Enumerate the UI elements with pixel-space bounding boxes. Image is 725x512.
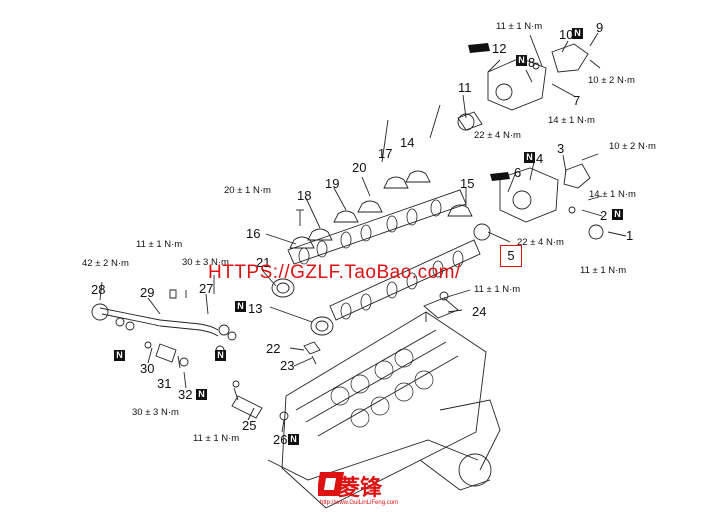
part-number-15: 15 [460,176,475,191]
part-number-3: 3 [557,141,565,156]
n-mark-26: N [288,434,299,445]
n-mark-4: N [524,152,535,163]
part-number-28: 28 [91,282,106,297]
torque-22-top: 22 ± 4 N·m [474,130,521,141]
part-number-31: 31 [157,376,172,391]
torque-14-top: 14 ± 1 N·m [548,115,595,126]
part-number-12: 12 [492,41,507,56]
brand-logo-url: http://www.GuiLinLiFeng.com [320,500,399,506]
part-number-27: 27 [199,281,214,296]
part-number-6: 6 [514,165,522,180]
brand-logo-icon [318,472,344,496]
part-number-9: 9 [596,20,604,35]
part-number-10: 10 [559,27,574,42]
n-mark-27: N [215,350,226,361]
part-number-21: 21 [256,255,271,270]
part-number-30: 30 [140,361,155,376]
torque-11-mid: 11 ± 1 N·m [474,284,521,295]
part-number-1: 1 [626,228,634,243]
torque-10-top: 10 ± 2 N·m [588,75,635,86]
part-number-17: 17 [378,146,393,161]
torque-30-bottom: 30 ± 3 N·m [132,407,179,418]
part-number-13: 13 [248,301,263,316]
watermark-url: HTTPS://GZLF.TaoBao.com/ [208,262,461,283]
torque-30-top: 30 ± 3 N·m [182,257,229,268]
brand-logo-text: 菱锋 [338,476,383,501]
part-number-32: 32 [178,387,193,402]
part-number-25: 25 [242,418,257,433]
n-mark-left: N [114,350,125,361]
part-number-23: 23 [280,358,295,373]
part-number-14: 14 [400,135,415,150]
part-number-7: 7 [573,93,581,108]
part-number-11: 11 [458,80,472,95]
part-number-4: 4 [536,151,544,166]
torque-10-mid: 10 ± 2 N·m [609,141,656,152]
n-mark-32: N [196,389,207,400]
n-mark-8: N [516,55,527,66]
part-number-24: 24 [472,304,487,319]
n-mark-10: N [572,28,583,39]
torque-42: 42 ± 2 N·m [82,258,129,269]
part-number-2: 2 [600,208,608,223]
part-number-5-highlight: 5 [500,245,522,267]
part-number-19: 19 [325,176,340,191]
n-mark-2: N [612,209,623,220]
part-number-16: 16 [246,226,261,241]
torque-11-bottom: 11 ± 1 N·m [193,433,240,444]
part-number-22: 22 [266,341,281,356]
torque-22-mid: 22 ± 4 N·m [517,237,564,248]
part-number-29: 29 [140,285,155,300]
torque-14-mid: 14 ± 1 N·m [589,189,636,200]
n-mark-13: N [235,301,246,312]
torque-11-left: 11 ± 1 N·m [136,239,183,250]
part-number-18: 18 [297,188,312,203]
part-number-8: 8 [528,55,536,70]
torque-top-11: 11 ± 1 N·m [496,21,543,32]
torque-11-right: 11 ± 1 N·m [580,265,627,276]
part-number-20: 20 [352,160,367,175]
torque-20: 20 ± 1 N·m [224,185,271,196]
part-number-26: 26 [273,432,288,447]
